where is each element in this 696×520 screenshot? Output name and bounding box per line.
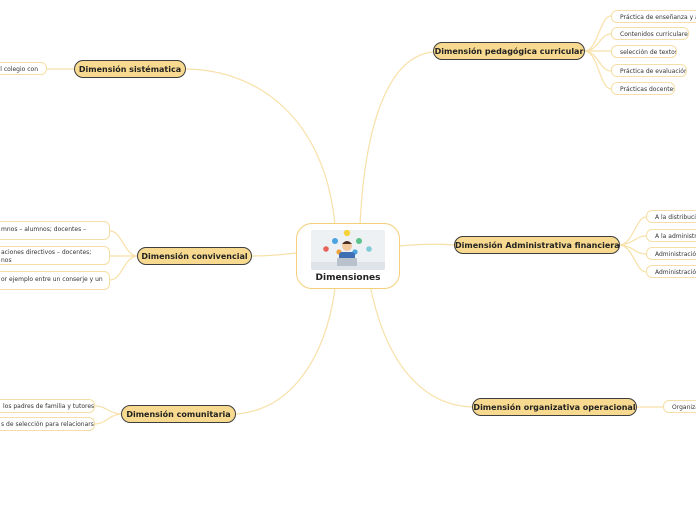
sub-administrativa-2[interactable]: A la administrac bbox=[646, 229, 696, 242]
branch-pedagogica[interactable]: Dimensión pedagógica curricular bbox=[433, 42, 585, 60]
branch-sistematica[interactable]: Dimensión sistématica bbox=[74, 60, 186, 78]
sub-convivencial-3[interactable]: or ejemplo entre un conserje y un bbox=[0, 271, 110, 290]
central-image bbox=[311, 230, 385, 270]
person-with-laptop-icon bbox=[311, 230, 385, 270]
central-label: Dimensiones bbox=[315, 273, 381, 283]
sub-pedagogica-1[interactable]: Práctica de enseñanza y apr bbox=[611, 10, 696, 23]
sub-convivencial-1[interactable]: mnos – alumnos; docentes – bbox=[0, 221, 110, 240]
sub-pedagogica-5[interactable]: Prácticas docentes bbox=[611, 82, 675, 95]
sub-pedagogica-4[interactable]: Práctica de evaluación bbox=[611, 64, 687, 77]
sub-convivencial-2[interactable]: aciones directivos – docentes; nos bbox=[0, 246, 110, 265]
sub-pedagogica-2[interactable]: Contenidos curriculares bbox=[611, 27, 689, 40]
sub-pedagogica-3[interactable]: selección de textos bbox=[611, 45, 677, 58]
sub-comunitaria-2[interactable]: s de selección para relacionarse bbox=[0, 417, 95, 431]
sub-comunitaria-1[interactable]: los padres de familia y tutores. bbox=[0, 399, 95, 413]
sub-organizativa-1[interactable]: Organizaci bbox=[663, 400, 696, 413]
sub-sistematica-1[interactable]: del colegio con bbox=[0, 62, 47, 75]
branch-organizativa[interactable]: Dimensión organizativa operacional bbox=[472, 398, 637, 416]
sub-administrativa-3[interactable]: Administración bbox=[646, 247, 696, 260]
branch-convivencial[interactable]: Dimensión convivencial bbox=[137, 247, 252, 265]
sub-administrativa-1[interactable]: A la distribución bbox=[646, 210, 696, 223]
branch-comunitaria[interactable]: Dimensión comunitaria bbox=[121, 405, 236, 423]
branch-administrativa[interactable]: Dimensión Administrativa financiera bbox=[454, 236, 620, 254]
sub-administrativa-4[interactable]: Administración bbox=[646, 265, 696, 278]
central-node[interactable]: Dimensiones bbox=[296, 223, 400, 289]
